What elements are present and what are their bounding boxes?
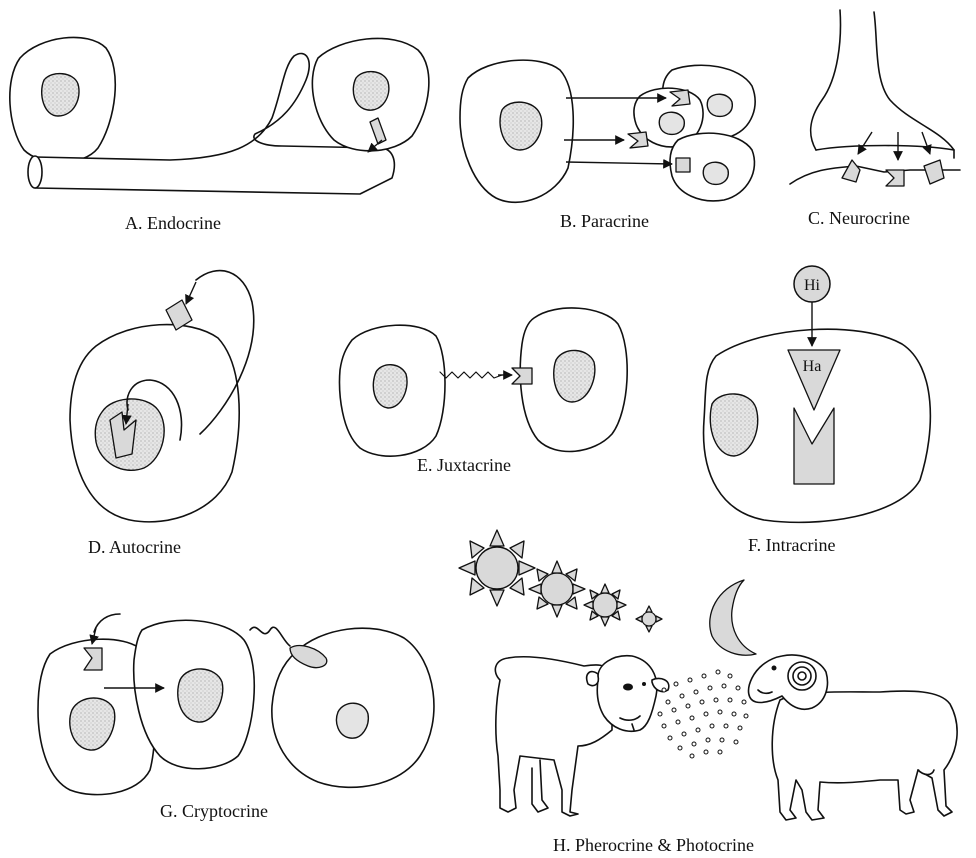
signal-arrow xyxy=(858,132,872,154)
panel-juxtacrine: E. Juxtacrine xyxy=(340,308,628,475)
membrane-ligand xyxy=(440,372,502,378)
receptor xyxy=(676,158,690,172)
signal-arrow xyxy=(186,282,196,304)
pheromone-particles xyxy=(658,670,748,758)
sun-icon xyxy=(584,584,626,626)
panel-caption: G. Cryptocrine xyxy=(160,801,268,821)
sun-icon xyxy=(459,530,535,606)
nucleus xyxy=(659,112,684,134)
panel-caption: F. Intracrine xyxy=(748,535,836,555)
signal-arrow xyxy=(566,162,672,164)
neuron-membrane xyxy=(816,146,954,151)
nucleus xyxy=(353,72,389,111)
sun-icon xyxy=(529,561,585,617)
panel-neurocrine: C. Neurocrine xyxy=(790,10,960,228)
sperm-tail xyxy=(250,627,290,646)
receptor xyxy=(512,368,532,384)
panel-caption: C. Neurocrine xyxy=(808,208,910,228)
panel-cryptocrine: G. Cryptocrine xyxy=(38,614,434,821)
neuron-terminal xyxy=(811,10,841,150)
panel-caption: D. Autocrine xyxy=(88,537,181,557)
nucleus xyxy=(337,703,369,738)
ram-icon xyxy=(749,655,958,820)
panel-autocrine: D. Autocrine xyxy=(70,271,254,557)
ewe-icon xyxy=(495,656,668,816)
panel-caption: A. Endocrine xyxy=(125,213,221,233)
nucleus xyxy=(703,162,728,184)
receptor xyxy=(842,160,860,182)
signal-arrow xyxy=(922,132,930,154)
vessel-opening xyxy=(28,156,42,188)
neuron-terminal xyxy=(874,12,954,158)
sun-icon xyxy=(636,606,662,632)
active-hormone-label: Ha xyxy=(803,358,822,375)
receptor xyxy=(628,132,648,148)
moon-icon xyxy=(710,580,756,655)
panel-intracrine: Hi Ha F. Intracrine xyxy=(704,266,931,555)
panel-pherocrine-photocrine: H. Pherocrine & Photocrine xyxy=(459,530,957,855)
panel-endocrine: A. Endocrine xyxy=(10,37,429,233)
nucleus xyxy=(500,102,542,150)
secretion-path xyxy=(94,614,120,632)
nucleus xyxy=(707,94,732,116)
precursor-label: Hi xyxy=(804,277,821,294)
panel-caption: H. Pherocrine & Photocrine xyxy=(553,835,754,855)
receptor xyxy=(886,170,904,186)
panel-caption: B. Paracrine xyxy=(560,211,649,231)
panel-paracrine: B. Paracrine xyxy=(460,60,755,231)
panel-caption: E. Juxtacrine xyxy=(417,455,511,475)
receptor xyxy=(924,160,944,184)
